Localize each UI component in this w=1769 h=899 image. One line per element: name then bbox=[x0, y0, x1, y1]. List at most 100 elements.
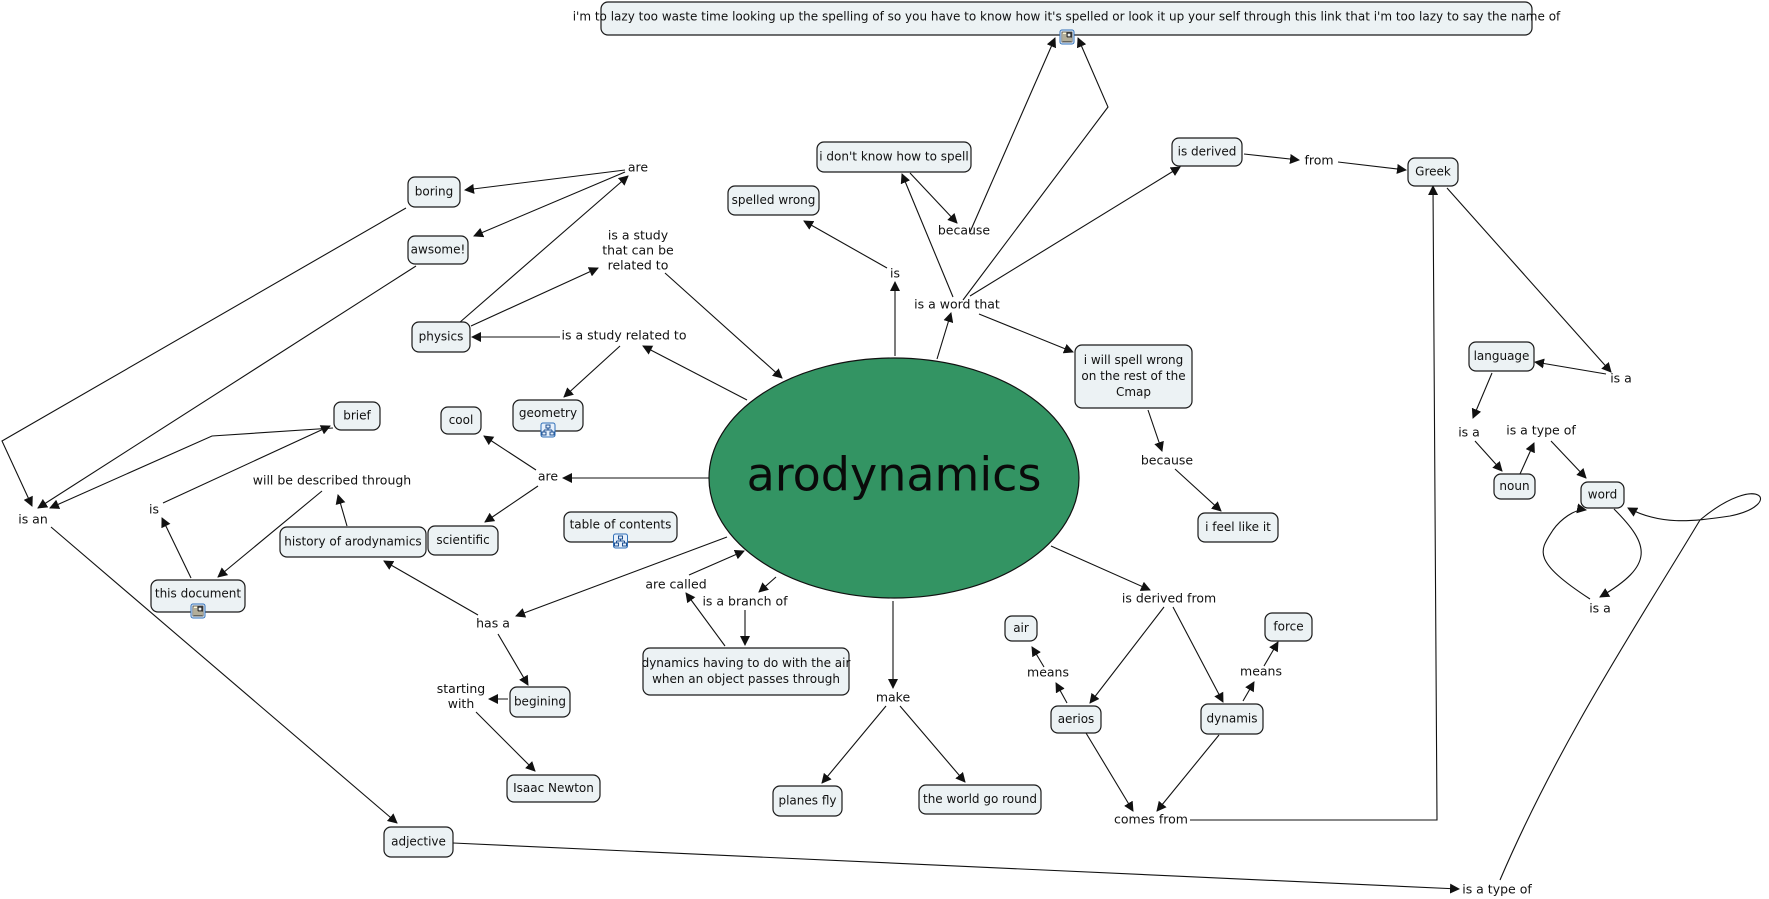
linking-phrase-type-of-bottom[interactable]: is a type of bbox=[1462, 882, 1532, 897]
linking-phrase-because-mid[interactable]: because bbox=[1141, 453, 1194, 468]
concept-box[interactable] bbox=[1468, 341, 1535, 372]
concept-box[interactable] bbox=[1407, 157, 1459, 187]
concept-geometry[interactable]: geometry bbox=[512, 399, 584, 438]
concept-label: on the rest of the bbox=[1081, 369, 1185, 383]
linking-phrase-is-a-greek[interactable]: is a bbox=[1610, 371, 1632, 386]
concept-language[interactable]: language bbox=[1468, 341, 1535, 372]
main-concept-ellipse[interactable] bbox=[708, 357, 1080, 599]
concept-box[interactable] bbox=[642, 647, 850, 696]
linking-phrase-described[interactable]: will be described through bbox=[253, 473, 411, 488]
concept-box[interactable] bbox=[1050, 705, 1102, 734]
concept-box[interactable] bbox=[1171, 137, 1243, 167]
concept-newton[interactable]: Isaac Newton bbox=[506, 774, 601, 803]
linking-phrase-word-that[interactable]: is a word that bbox=[914, 297, 1000, 312]
linking-phrase-branch-of[interactable]: is a branch of bbox=[702, 594, 788, 609]
concept-box[interactable] bbox=[383, 826, 454, 858]
linking-phrase-are-called[interactable]: are called bbox=[645, 577, 706, 592]
concept-top-note[interactable]: i'm to lazy too waste time looking up th… bbox=[573, 1, 1561, 45]
concept-planes-fly[interactable]: planes fly bbox=[772, 785, 843, 817]
main-concept[interactable]: arodynamics bbox=[708, 357, 1080, 599]
link bbox=[217, 490, 323, 578]
concept-noun[interactable]: noun bbox=[1493, 473, 1536, 500]
concept-adjective[interactable]: adjective bbox=[383, 826, 454, 858]
concept-box[interactable] bbox=[1197, 512, 1279, 543]
concept-force[interactable]: force bbox=[1264, 612, 1313, 642]
concept-box[interactable] bbox=[1200, 703, 1264, 735]
linking-phrase-is-an[interactable]: is an bbox=[18, 512, 48, 527]
concept-box[interactable] bbox=[1493, 473, 1536, 500]
concept-box[interactable] bbox=[918, 784, 1042, 815]
linking-phrase-derived-from[interactable]: is derived from bbox=[1122, 591, 1216, 606]
concept-box[interactable] bbox=[506, 774, 601, 803]
concept-word[interactable]: word bbox=[1580, 481, 1625, 509]
concept-box[interactable] bbox=[1074, 344, 1193, 409]
linking-phrase-are-mid[interactable]: are bbox=[538, 469, 559, 484]
concept-box[interactable] bbox=[427, 525, 499, 556]
concept-box[interactable] bbox=[279, 526, 427, 558]
concept-air[interactable]: air bbox=[1004, 615, 1038, 642]
concept-history[interactable]: history of arodynamics bbox=[279, 526, 427, 558]
concept-brief[interactable]: brief bbox=[333, 401, 381, 431]
concept-box[interactable] bbox=[333, 401, 381, 431]
concept-box[interactable] bbox=[509, 686, 571, 718]
concept-toc[interactable]: table of contents bbox=[563, 511, 678, 549]
concept-is-derived[interactable]: is derived bbox=[1171, 137, 1243, 167]
concept-dont-know[interactable]: i don't know how to spell bbox=[816, 141, 972, 173]
linking-phrase-is-a-lang[interactable]: is a bbox=[1458, 425, 1480, 440]
linking-phrase-has-a[interactable]: has a bbox=[476, 616, 510, 631]
linking-phrase-comes-from[interactable]: comes from bbox=[1114, 812, 1188, 827]
linking-phrase-is-mid[interactable]: is bbox=[890, 266, 900, 281]
concept-greek[interactable]: Greek bbox=[1407, 157, 1459, 187]
cmap-link-icon[interactable] bbox=[540, 422, 556, 438]
concept-awsome[interactable]: awsome! bbox=[407, 235, 469, 265]
linking-phrase-because-top[interactable]: because bbox=[938, 223, 991, 238]
linking-phrase-type-of-noun[interactable]: is a type of bbox=[1506, 423, 1576, 438]
concept-aerios[interactable]: aerios bbox=[1050, 705, 1102, 734]
linking-phrase-is-left[interactable]: is bbox=[149, 502, 159, 517]
concept-physics[interactable]: physics bbox=[411, 321, 471, 353]
concept-this-document[interactable]: this document bbox=[150, 579, 246, 619]
linking-phrase-means-force[interactable]: means bbox=[1240, 664, 1282, 679]
linking-phrase-make[interactable]: make bbox=[876, 690, 911, 705]
concept-label: this document bbox=[155, 587, 242, 601]
concept-box[interactable] bbox=[440, 406, 482, 435]
concept-dynamis[interactable]: dynamis bbox=[1200, 703, 1264, 735]
linking-phrase-study-related[interactable]: is a study related to bbox=[562, 328, 687, 343]
concept-feel-like[interactable]: i feel like it bbox=[1197, 512, 1279, 543]
linking-phrase-label: starting bbox=[437, 681, 485, 696]
link bbox=[1499, 493, 1761, 881]
link bbox=[473, 171, 626, 238]
linking-phrase-means-air[interactable]: means bbox=[1027, 665, 1069, 680]
concept-box[interactable] bbox=[727, 185, 820, 216]
document-link-icon[interactable] bbox=[190, 603, 206, 619]
concept-world-round[interactable]: the world go round bbox=[918, 784, 1042, 815]
concept-boring[interactable]: boring bbox=[407, 176, 461, 208]
link bbox=[936, 312, 954, 360]
link bbox=[1534, 358, 1607, 375]
linking-phrase-from[interactable]: from bbox=[1304, 153, 1333, 168]
link bbox=[1190, 185, 1439, 821]
concept-begining[interactable]: begining bbox=[509, 686, 571, 718]
link bbox=[803, 220, 888, 269]
concept-box[interactable] bbox=[1004, 615, 1038, 642]
concept-box[interactable] bbox=[772, 785, 843, 817]
concept-box[interactable] bbox=[407, 176, 461, 208]
concept-box[interactable] bbox=[411, 321, 471, 353]
concept-cool[interactable]: cool bbox=[440, 406, 482, 435]
linking-phrase-are-top[interactable]: are bbox=[628, 160, 649, 175]
concept-spelled-wrong[interactable]: spelled wrong bbox=[727, 185, 820, 216]
concept-box[interactable] bbox=[1580, 481, 1625, 509]
concept-box[interactable] bbox=[816, 141, 972, 173]
linking-phrase-is-a-word[interactable]: is a bbox=[1589, 601, 1611, 616]
cmap-link-icon[interactable] bbox=[613, 533, 628, 549]
document-link-icon[interactable] bbox=[1059, 29, 1075, 45]
concept-label: scientific bbox=[436, 533, 489, 547]
concept-scientific[interactable]: scientific bbox=[427, 525, 499, 556]
concept-box[interactable] bbox=[407, 235, 469, 265]
linking-phrase-label: will be described through bbox=[253, 473, 411, 488]
concept-box[interactable] bbox=[1264, 612, 1313, 642]
